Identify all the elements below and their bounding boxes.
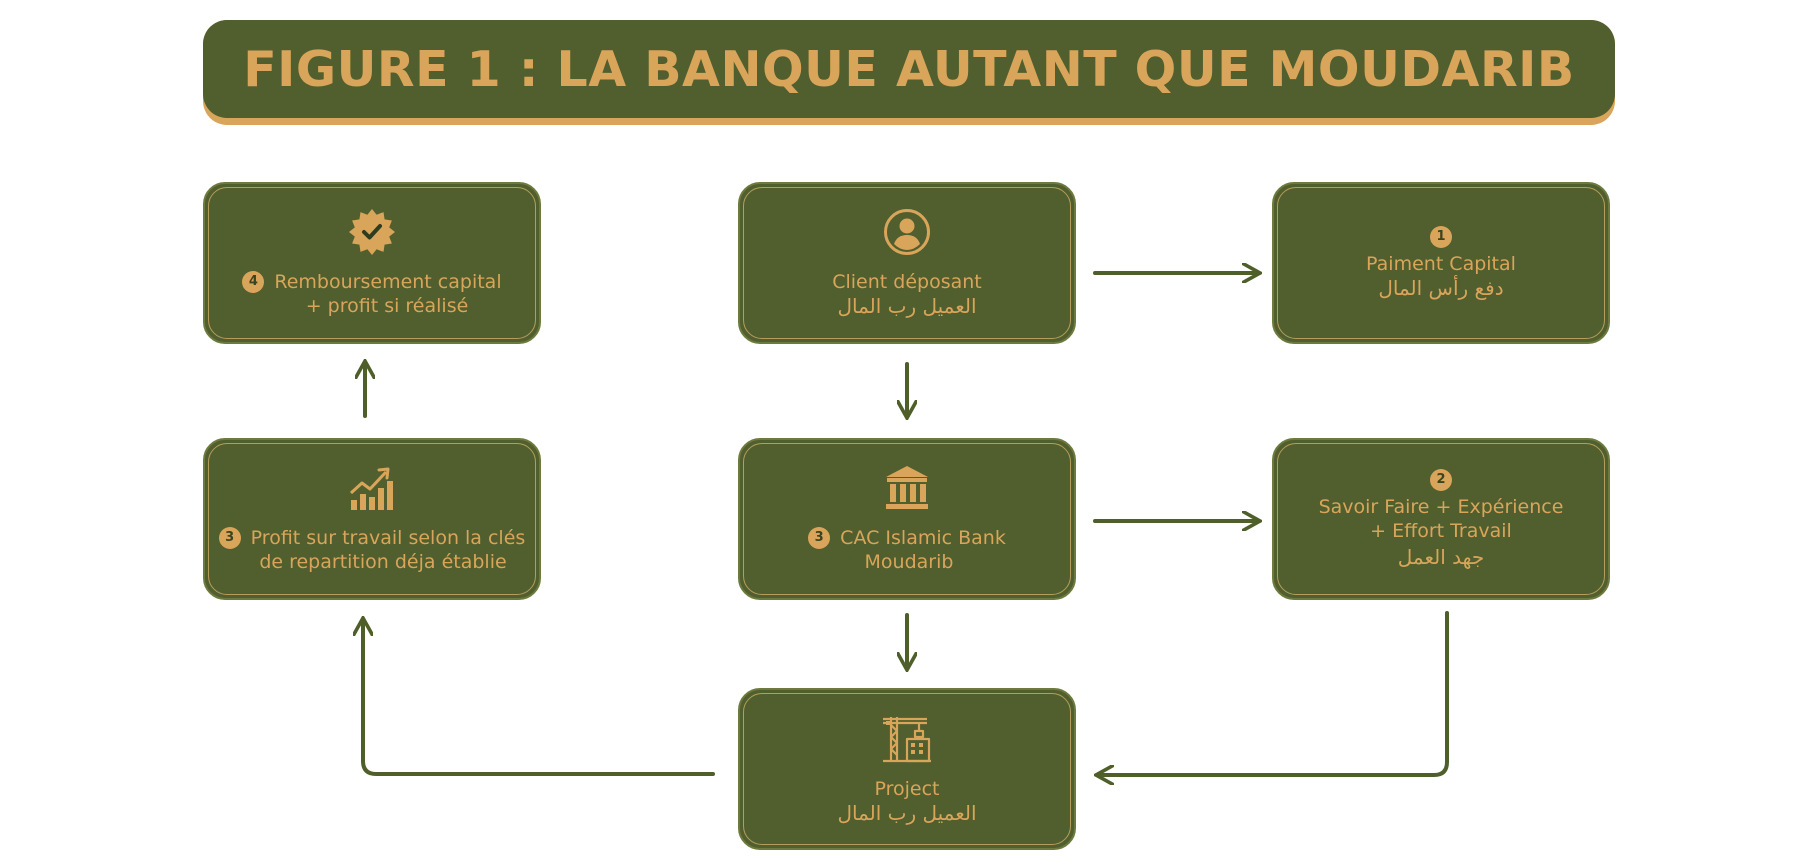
arrow-project-to-profit [363,620,715,776]
project-box: Project العميل رب المال [738,688,1076,850]
remboursement-label: Remboursement capital [274,271,502,293]
bank-sublabel: Moudarib [864,551,954,573]
client-box: Client déposant العميل رب المال [738,182,1076,344]
client-label: Client déposant [832,271,982,293]
title-banner: FIGURE 1 : LA BANQUE AUTANT QUE MOUDARIB [203,20,1615,125]
step-number-badge: 2 [1430,469,1452,491]
savoir-label: Savoir Faire + Expérience [1318,496,1564,518]
step-number-badge: 1 [1430,226,1452,248]
page-title: FIGURE 1 : LA BANQUE AUTANT QUE MOUDARIB [243,40,1575,98]
growth-chart-icon [348,464,396,518]
construction-crane-icon [881,713,933,769]
step-number-badge: 3 [218,527,241,549]
verified-badge-icon [348,208,396,262]
savoir-sublabel: + Effort Travail [1370,520,1512,542]
savoir-box: 2 Savoir Faire + Expérience + Effort Tra… [1272,438,1610,600]
bank-icon [883,464,931,518]
savoir-arabic-label: جهد العمل [1397,545,1485,569]
paiment-box: 1 Paiment Capital دفع رأس المال [1272,182,1610,344]
step-number-badge: 3 [808,527,831,549]
profit-sublabel: de repartition déja établie [259,551,507,573]
remboursement-sublabel: + profit si réalisé [305,295,469,317]
bank-box: 3 CAC Islamic Bank Moudarib [738,438,1076,600]
client-arabic-label: العميل رب المال [837,294,977,318]
project-label: Project [874,778,940,800]
paiment-label: Paiment Capital [1366,253,1516,275]
paiment-arabic-label: دفع رأس المال [1378,276,1504,300]
step-number-badge: 4 [242,271,265,293]
remboursement-box: 4 Remboursement capital + profit si réal… [203,182,541,344]
profit-label: Profit sur travail selon la clés [250,527,526,549]
title-banner-inner: FIGURE 1 : LA BANQUE AUTANT QUE MOUDARIB [203,20,1615,118]
arrow-savoir-to-project [1098,611,1449,775]
remboursement-line1: 4 Remboursement capital [242,270,502,294]
user-icon [883,208,931,262]
project-arabic-label: العميل رب المال [837,801,977,825]
profit-box: 3 Profit sur travail selon la clés de re… [203,438,541,600]
bank-label: CAC Islamic Bank [840,527,1006,549]
